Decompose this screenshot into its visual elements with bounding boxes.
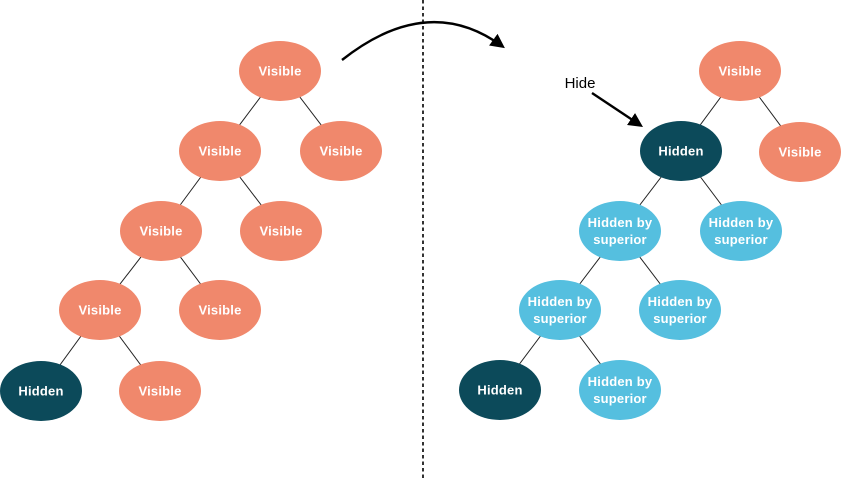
node-label: Visible <box>139 224 182 239</box>
node-label: Visible <box>718 64 761 79</box>
node-label: Visible <box>78 303 121 318</box>
tree-node-visible: Visible <box>119 361 201 421</box>
tree-node-visible: Visible <box>759 122 841 182</box>
node-ellipse-hidden <box>459 360 541 420</box>
tree-node-hidden: Hidden <box>640 121 722 181</box>
node-label: Hidden <box>18 384 63 399</box>
node-ellipse-visible <box>240 201 322 261</box>
node-ellipse-visible <box>120 201 202 261</box>
node-ellipse-visible <box>179 280 261 340</box>
node-label: Hidden <box>477 383 522 398</box>
tree-node-hidden: Hidden <box>0 361 82 421</box>
node-label: Visible <box>198 303 241 318</box>
tree-node-visible: Visible <box>179 280 261 340</box>
node-ellipse-visible <box>239 41 321 101</box>
tree-node-visible: Visible <box>699 41 781 101</box>
node-label: Visible <box>319 144 362 159</box>
tree-node-visible: Visible <box>179 121 261 181</box>
tree-node-hidden: Hidden <box>459 360 541 420</box>
transform-arrow <box>341 20 505 61</box>
node-label: Visible <box>778 145 821 160</box>
tree-node-visible: Visible <box>239 41 321 101</box>
node-ellipse-visible <box>119 361 201 421</box>
node-label: Hidden <box>658 144 703 159</box>
tree-node-visible: Visible <box>240 201 322 261</box>
node-ellipse-visible <box>759 122 841 182</box>
node-ellipse-visible <box>59 280 141 340</box>
node-label: Visible <box>258 64 301 79</box>
node-ellipse-visible <box>699 41 781 101</box>
node-ellipse-hidden <box>640 121 722 181</box>
node-ellipse-visible <box>300 121 382 181</box>
hide-annotation-label: Hide <box>565 75 596 92</box>
node-label: Visible <box>198 144 241 159</box>
node-ellipse-hidden_by_superior <box>579 360 661 420</box>
node-label: Visible <box>138 384 181 399</box>
tree-node-visible: Visible <box>59 280 141 340</box>
node-ellipse-hidden <box>0 361 82 421</box>
tree-node-visible: Visible <box>120 201 202 261</box>
node-ellipse-hidden_by_superior <box>579 201 661 261</box>
node-label: Visible <box>259 224 302 239</box>
hide-annotation-arrow <box>591 92 643 127</box>
node-ellipse-hidden_by_superior <box>700 201 782 261</box>
node-ellipse-hidden_by_superior <box>639 280 721 340</box>
tree-node-visible: Visible <box>300 121 382 181</box>
node-ellipse-visible <box>179 121 261 181</box>
node-ellipse-hidden_by_superior <box>519 280 601 340</box>
